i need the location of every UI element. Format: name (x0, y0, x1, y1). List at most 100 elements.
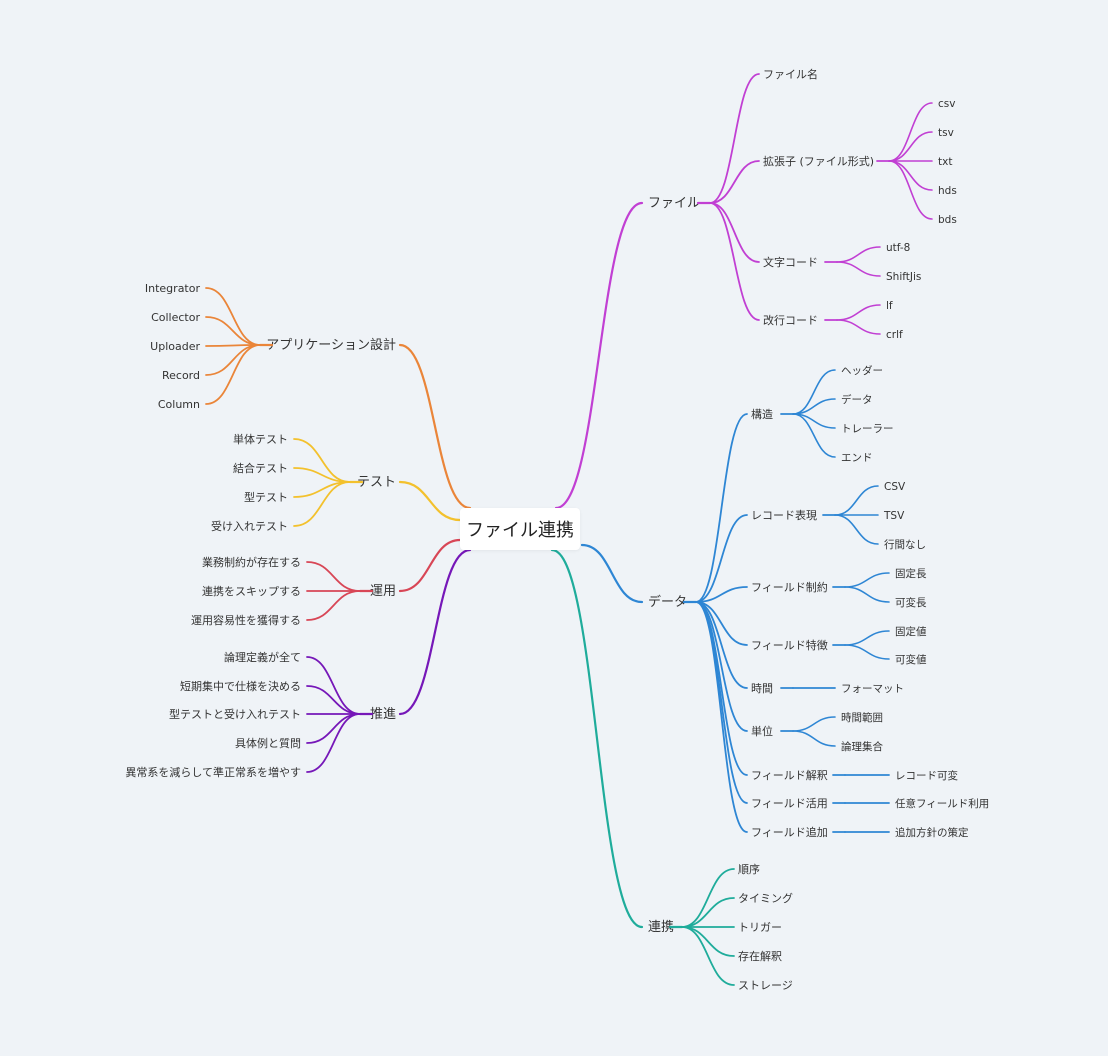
leaf-file-2-1[interactable]: ShiftJis (886, 271, 921, 283)
edge-link-4 (681, 926, 735, 986)
node-push-4[interactable]: 異常系を減らして準正常系を増やす (125, 765, 301, 779)
edge-push-3 (306, 713, 361, 744)
node-data-8[interactable]: フィールド追加 (751, 825, 828, 839)
node-app-4[interactable]: Column (158, 398, 200, 411)
leaf-data-0-1[interactable]: データ (841, 393, 873, 406)
node-push-3[interactable]: 具体例と質問 (235, 736, 301, 750)
leaf-data-4-0[interactable]: フォーマット (841, 683, 904, 695)
leaf-data-1-2[interactable]: 行間なし (884, 538, 926, 551)
edge-data-2-0 (844, 572, 890, 588)
edge-data-1-2 (834, 514, 879, 545)
edge-data-0-3 (792, 413, 836, 458)
leaf-file-3-1[interactable]: crlf (886, 329, 903, 341)
leaf-file-3-0[interactable]: lf (886, 300, 893, 312)
branch-file[interactable]: ファイル (648, 196, 700, 211)
root-node[interactable]: ファイル連携 (460, 508, 580, 550)
node-app-2[interactable]: Uploader (150, 340, 200, 353)
node-link-3[interactable]: 存在解釈 (738, 949, 782, 963)
node-test-1[interactable]: 結合テスト (233, 461, 288, 475)
branch-edge-file (554, 201, 644, 510)
edge-file-3 (709, 202, 760, 321)
edge-file-1-1 (888, 131, 933, 162)
edge-file-1-3 (888, 160, 933, 191)
node-app-3[interactable]: Record (162, 369, 200, 382)
node-ops-0[interactable]: 業務制約が存在する (202, 555, 301, 569)
leaf-file-1-1[interactable]: tsv (938, 127, 954, 139)
edge-data-6 (695, 601, 748, 776)
node-push-2[interactable]: 型テストと受け入れテスト (169, 707, 301, 721)
leaf-data-8-0[interactable]: 追加方針の策定 (895, 826, 969, 839)
node-ops-1[interactable]: 連携をスキップする (202, 584, 301, 598)
leaf-data-5-0[interactable]: 時間範囲 (841, 711, 883, 724)
edge-file-2 (709, 202, 760, 263)
node-push-0[interactable]: 論理定義が全て (224, 650, 301, 664)
leaf-data-1-1[interactable]: TSV (883, 510, 905, 522)
node-data-1[interactable]: レコード表現 (751, 508, 817, 522)
node-link-1[interactable]: タイミング (738, 891, 793, 905)
edge-ops-0 (306, 561, 361, 592)
leaf-data-0-3[interactable]: エンド (841, 452, 873, 464)
leaf-data-3-1[interactable]: 可変値 (895, 653, 927, 666)
node-data-3[interactable]: フィールド特徴 (751, 638, 828, 652)
edge-data-2-1 (844, 586, 890, 603)
edge-data-5-1 (792, 730, 836, 747)
leaf-file-1-0[interactable]: csv (938, 98, 955, 110)
node-file-0[interactable]: ファイル名 (763, 67, 818, 81)
node-file-1[interactable]: 拡張子 (ファイル形式) (763, 154, 874, 168)
node-link-2[interactable]: トリガー (738, 921, 782, 934)
branch-data[interactable]: データ (648, 594, 687, 610)
node-data-2[interactable]: フィールド制約 (751, 580, 828, 594)
leaf-data-7-0[interactable]: 任意フィールド利用 (895, 797, 989, 810)
leaf-file-1-4[interactable]: bds (938, 214, 957, 226)
edge-data-7 (695, 601, 748, 804)
edge-app-3 (205, 344, 261, 376)
leaf-data-0-0[interactable]: ヘッダー (841, 364, 883, 377)
branch-app[interactable]: アプリケーション設計 (266, 337, 396, 353)
leaf-file-2-0[interactable]: utf-8 (886, 242, 910, 254)
branch-edge-ops (398, 538, 462, 593)
edge-file-2-1 (836, 261, 881, 277)
node-data-5[interactable]: 単位 (751, 724, 773, 738)
node-link-0[interactable]: 順序 (738, 862, 760, 876)
node-ops-2[interactable]: 運用容易性を獲得する (191, 613, 301, 627)
node-data-4[interactable]: 時間 (751, 682, 773, 695)
branch-test[interactable]: テスト (357, 475, 396, 490)
edge-data-4 (695, 601, 748, 689)
leaf-data-3-0[interactable]: 固定値 (895, 625, 927, 638)
branch-edge-test (398, 480, 462, 522)
branch-push[interactable]: 推進 (370, 707, 396, 722)
leaf-data-2-1[interactable]: 可変長 (895, 596, 927, 609)
leaf-data-6-0[interactable]: レコード可変 (895, 769, 958, 782)
leaf-data-2-0[interactable]: 固定長 (895, 567, 927, 580)
branch-link[interactable]: 連携 (648, 919, 674, 935)
leaf-data-1-0[interactable]: CSV (884, 481, 906, 493)
edge-data-5-0 (792, 716, 836, 732)
node-app-0[interactable]: Integrator (145, 282, 201, 295)
node-app-1[interactable]: Collector (151, 311, 200, 324)
branch-ops[interactable]: 運用 (370, 584, 396, 599)
leaf-file-1-3[interactable]: hds (938, 185, 957, 197)
leaf-data-5-1[interactable]: 論理集合 (841, 740, 883, 753)
node-data-0[interactable]: 構造 (751, 407, 773, 421)
branch-edge-app (398, 343, 472, 510)
node-data-6[interactable]: フィールド解釈 (751, 768, 828, 782)
node-file-3[interactable]: 改行コード (763, 313, 818, 327)
edge-file-1-4 (888, 160, 933, 220)
node-test-0[interactable]: 単体テスト (233, 432, 288, 446)
leaf-file-1-2[interactable]: txt (938, 156, 952, 168)
edge-app-1 (205, 316, 261, 346)
node-data-7[interactable]: フィールド活用 (751, 797, 828, 810)
edge-data-3-0 (844, 630, 890, 646)
leaf-data-0-2[interactable]: トレーラー (841, 423, 894, 435)
node-test-2[interactable]: 型テスト (244, 490, 288, 504)
node-test-3[interactable]: 受け入れテスト (211, 520, 288, 533)
edge-file-3-0 (836, 304, 881, 321)
edge-file-2-0 (836, 246, 881, 263)
node-file-2[interactable]: 文字コード (763, 255, 818, 269)
edge-ops-2 (306, 590, 361, 621)
root-label: ファイル連携 (466, 520, 574, 541)
node-push-1[interactable]: 短期集中で仕様を決める (180, 679, 301, 693)
branch-edge-link (550, 548, 644, 929)
node-link-4[interactable]: ストレージ (738, 979, 793, 992)
